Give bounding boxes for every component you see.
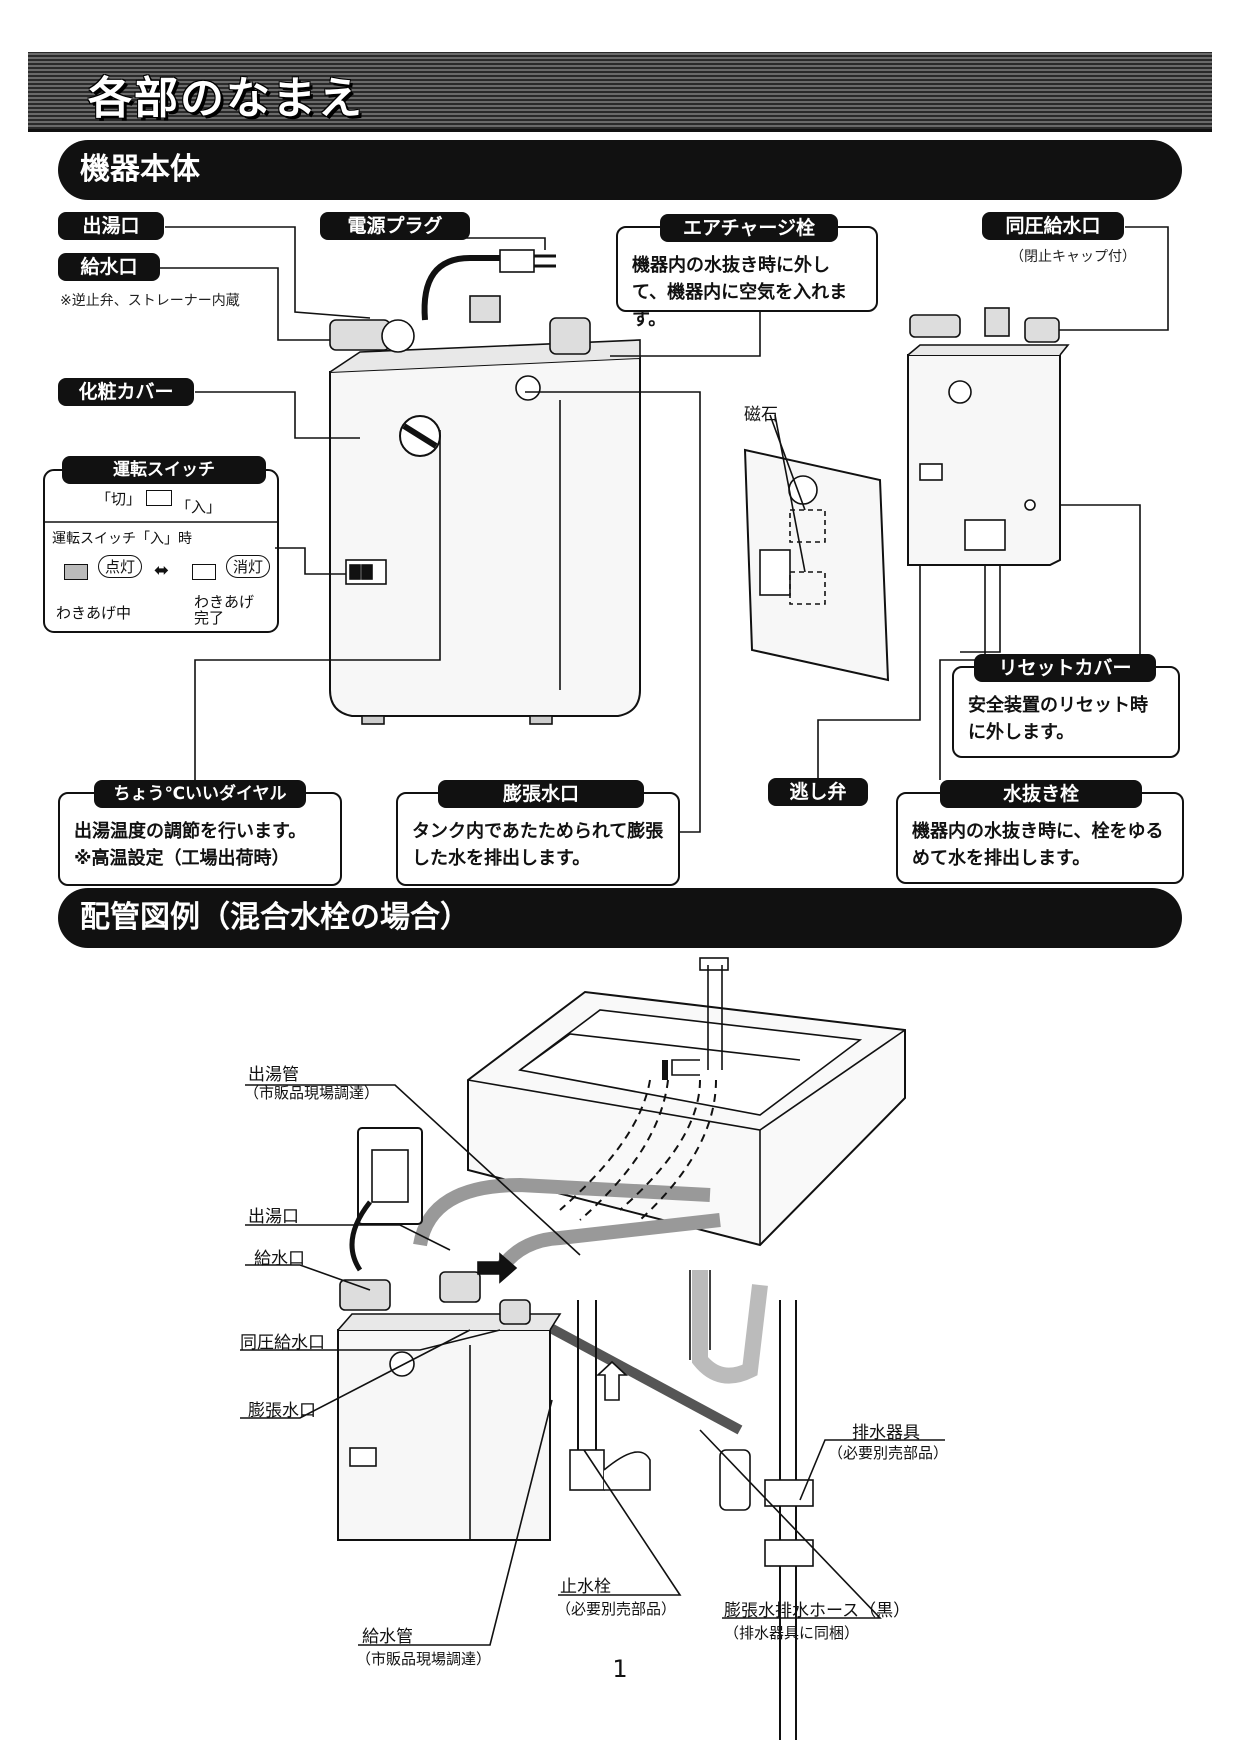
page-title: 各部のなまえ <box>88 73 364 124</box>
switch-on-label: 「入」 <box>176 498 222 516</box>
switch-unlit-label: 消灯 <box>226 555 271 578</box>
label-water-inlet: 給水口 <box>58 253 160 281</box>
label-decor-cover: 化粧カバー <box>58 378 194 406</box>
reset-cover-desc: 安全装置のリセット時に外します。 <box>968 695 1148 743</box>
piping-same-pressure-inlet: 同圧給水口 <box>240 1333 325 1353</box>
piping-hot-water-outlet: 出湯口 <box>248 1207 299 1227</box>
piping-water-inlet: 給水口 <box>254 1249 305 1269</box>
section-piping-title: 配管図例（混合水栓の場合） <box>58 888 1182 948</box>
stop-valve <box>569 1300 651 1491</box>
callout-reset-cover: リセットカバー 安全装置のリセット時に外します。 <box>952 654 1180 758</box>
switch-done-label: わきあげ完了 <box>194 593 255 627</box>
piping-stop-valve: 止水栓 <box>560 1577 611 1597</box>
expansion-outlet-desc: タンク内であたためられて膨張した水を排出します。 <box>412 821 664 869</box>
piping-expansion-outlet: 膨張水口 <box>248 1401 316 1421</box>
piping-drain-fixture-note: （必要別売部品） <box>828 1444 949 1462</box>
label-expansion-outlet: 膨張水口 <box>438 780 644 808</box>
switch-lit-label: 点灯 <box>98 555 143 578</box>
page-header: 各部のなまえ <box>28 52 1212 132</box>
same-pressure-note: （閉止キャップ付） <box>1010 249 1136 265</box>
water-inlet-note: ※逆止弁、ストレーナー内蔵 <box>60 293 240 309</box>
label-same-pressure-inlet: 同圧給水口 <box>982 212 1124 240</box>
water-heater-unit-side <box>907 307 1070 566</box>
temp-dial-desc-2: ※高温設定（工場出荷時） <box>74 848 290 869</box>
piping-outlet-pipe: 出湯管 <box>248 1065 299 1085</box>
piping-unit <box>337 1271 562 1541</box>
piping-supply-pipe-note: （市販品現場調達） <box>356 1650 492 1668</box>
piping-expansion-hose-note: （排水器具に同梱） <box>724 1624 860 1642</box>
piping-expansion-hose: 膨張水排水ホース（黒） <box>724 1601 911 1621</box>
lamp-lit-icon <box>64 564 88 580</box>
label-drain-plug: 水抜き栓 <box>940 780 1142 808</box>
label-relief-valve: 逃し弁 <box>768 778 868 806</box>
arrow-icon: ⬌ <box>154 560 170 581</box>
piping-supply-pipe: 給水管 <box>362 1627 413 1647</box>
label-temp-dial: ちょう℃いいダイヤル <box>94 780 306 808</box>
label-magnet: 磁石 <box>744 405 778 425</box>
callout-drain-plug: 水抜き栓 機器内の水抜き時に、栓をゆるめて水を排出します。 <box>896 780 1184 884</box>
label-switch-title: 運転スイッチ <box>62 456 266 484</box>
lamp-unlit-icon <box>192 564 216 580</box>
label-reset-cover: リセットカバー <box>974 654 1156 682</box>
label-air-charge-plug: エアチャージ栓 <box>660 214 838 242</box>
water-heater-unit <box>329 295 641 725</box>
piping-drain-fixture: 排水器具 <box>852 1423 920 1443</box>
sink-basin <box>467 957 906 1247</box>
label-hot-water-outlet: 出湯口 <box>58 212 164 240</box>
wall-outlet <box>349 1127 423 1272</box>
switch-icon <box>146 490 172 506</box>
callout-expansion-outlet: 膨張水口 タンク内であたためられて膨張した水を排出します。 <box>396 780 680 886</box>
drain-plug-desc: 機器内の水抜き時に、栓をゆるめて水を排出します。 <box>912 821 1164 869</box>
page-number: 1 <box>612 1655 628 1683</box>
switch-heating-label: わきあげ中 <box>56 604 132 622</box>
air-charge-desc: 機器内の水抜き時に外して、機器内に空気を入れます。 <box>632 255 848 330</box>
switch-on-state: 運転スイッチ「入」時 <box>52 531 192 547</box>
power-plug-cord <box>421 249 556 321</box>
callout-temp-dial: ちょう℃いいダイヤル 出湯温度の調節を行います。 ※高温設定（工場出荷時） <box>58 780 342 886</box>
temp-dial-desc-1: 出湯温度の調節を行います。 <box>74 821 307 842</box>
callout-air-charge: エアチャージ栓 機器内の水抜き時に外して、機器内に空気を入れます。 <box>616 214 878 330</box>
piping-stop-valve-note: （必要別売部品） <box>556 1600 677 1618</box>
section-unit-title: 機器本体 <box>58 140 1182 200</box>
flow-arrow <box>477 1252 518 1284</box>
switch-off-label: 「切」 <box>96 490 142 508</box>
piping-outlet-pipe-note: （市販品現場調達） <box>244 1084 380 1102</box>
decor-cover-detached <box>743 414 890 682</box>
drain-pipe <box>689 1270 814 1740</box>
label-power-plug: 電源プラグ <box>320 212 470 240</box>
